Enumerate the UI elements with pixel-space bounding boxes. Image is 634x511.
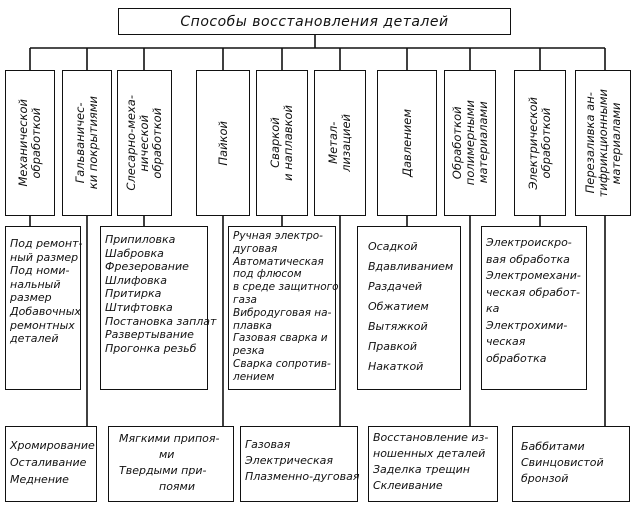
list-item: Раздачей xyxy=(368,280,422,293)
list-item: ческая обработ- xyxy=(486,285,580,299)
list-item: Шлифовка xyxy=(105,273,167,287)
list-item: газа xyxy=(233,293,257,306)
list-item: Хромирование xyxy=(10,439,95,452)
method-label: Пайкой xyxy=(215,120,230,166)
list-item: обработка xyxy=(486,351,547,365)
list-item: Склеивание xyxy=(373,479,443,492)
diagram-title-text: Способы восстановления деталей xyxy=(180,13,449,30)
list-item: Плазменно-дуговая xyxy=(245,470,360,483)
sub-list-fitting: Припиловка Шабровка Фрезерование Шлифовк… xyxy=(100,226,217,390)
list-item: Мягкими припоя- xyxy=(119,432,220,445)
diagram-title: Способы восстановления деталей xyxy=(118,8,511,35)
method-label: Механической обработкой xyxy=(16,99,43,187)
list-item: дуговая xyxy=(233,242,278,255)
list-item: нальный xyxy=(10,277,61,291)
list-item: ремонтных xyxy=(10,318,75,332)
list-item: Штифтовка xyxy=(105,300,173,314)
list-item: поями xyxy=(159,480,195,493)
list-item: ми xyxy=(159,448,175,461)
list-item: Электромехани- xyxy=(486,269,581,282)
method-box-antifriction: Перезаливка ан- тифрикционными материала… xyxy=(575,70,631,216)
list-item: Осадкой xyxy=(368,240,418,253)
method-label: Слесарно-меха- нической обработкой xyxy=(124,95,164,191)
list-item: Вибродуговая на- xyxy=(233,306,332,319)
list-item: Постановка заплат xyxy=(105,314,217,328)
method-box-pressure: Давлением xyxy=(377,70,437,216)
list-item: Восстановление из- xyxy=(373,431,489,444)
list-item: Электрохими- xyxy=(486,318,568,332)
method-box-electric: Электрической обработкой xyxy=(514,70,566,216)
list-item: Под ремонт- xyxy=(10,237,83,250)
method-box-galvanic: Гальваничес- ки покрытиями xyxy=(62,70,112,216)
list-item: лением xyxy=(233,370,275,383)
list-item: бронзой xyxy=(521,472,569,485)
method-label: Гальваничес- ки покрытиями xyxy=(73,96,100,190)
list-item: резка xyxy=(233,345,265,358)
list-item: Осталивание xyxy=(10,456,87,469)
list-item: Электрическая xyxy=(245,454,333,467)
method-box-fitting: Слесарно-меха- нической обработкой xyxy=(117,70,172,216)
list-item: Ручная электро- xyxy=(233,230,323,242)
method-label: Обработкой полимерными материалами xyxy=(449,100,490,186)
sub-list-mechanical: Под ремонт- ный размер Под номи- нальный… xyxy=(5,226,83,390)
method-box-mechanical: Механической обработкой xyxy=(5,70,55,216)
list-item: Электроискро- xyxy=(486,236,572,249)
method-label: Сваркой и наплавкой xyxy=(268,105,295,181)
list-item: ка xyxy=(486,302,500,315)
list-item: деталей xyxy=(10,332,59,346)
list-item: Свинцовистой xyxy=(521,456,604,469)
list-item: Обжатием xyxy=(368,300,429,313)
method-box-welding: Сваркой и наплавкой xyxy=(256,70,308,216)
list-item: размер xyxy=(10,291,52,305)
method-label: Метал- лизацией xyxy=(326,114,353,172)
list-item: Автоматическая xyxy=(233,255,324,268)
method-label: Электрической обработкой xyxy=(526,96,553,190)
bottom-list-polymer: Восстановление из- ношенных деталей Заде… xyxy=(368,426,498,502)
list-item: Твердыми при- xyxy=(119,464,207,477)
method-label: Перезаливка ан- тифрикционными материала… xyxy=(582,88,623,198)
bottom-list-soldering: Мягкими припоя- ми Твердыми при- поями xyxy=(108,426,234,502)
list-item: Вытяжкой xyxy=(368,320,428,333)
list-item: Вдавливанием xyxy=(368,260,454,273)
sub-list-pressure: Осадкой Вдавливанием Раздачей Обжатием В… xyxy=(357,226,461,390)
list-item: Меднение xyxy=(10,473,69,486)
list-item: Шабровка xyxy=(105,246,164,260)
method-box-metallization: Метал- лизацией xyxy=(314,70,366,216)
list-item: Газовая xyxy=(245,438,291,451)
list-item: ческая xyxy=(486,335,526,348)
list-item: Сварка сопротив- xyxy=(233,357,331,370)
method-box-polymer: Обработкой полимерными материалами xyxy=(444,70,496,216)
method-label: Давлением xyxy=(399,109,414,177)
list-item: ношенных деталей xyxy=(373,447,486,460)
list-item: ный размер xyxy=(10,250,79,264)
list-item: плавка xyxy=(233,319,272,332)
bottom-list-galvanic: Хромирование Осталивание Меднение xyxy=(5,426,97,502)
list-item: Притирка xyxy=(105,287,162,301)
list-item: Накаткой xyxy=(368,360,424,373)
sub-list-welding: Ручная электро- дуговая Автоматическая п… xyxy=(228,226,339,390)
list-item: Правкой xyxy=(368,340,418,353)
list-item: под флюсом xyxy=(233,268,302,281)
list-item: Газовая сварка и xyxy=(233,332,328,345)
list-item: Баббитами xyxy=(521,440,585,453)
list-item: Развертывание xyxy=(105,328,194,342)
list-item: Под номи- xyxy=(10,264,70,278)
bottom-list-metallization: Газовая Электрическая Плазменно-дуговая xyxy=(240,426,360,502)
list-item: в среде защитного xyxy=(233,281,339,294)
list-item: Прогонка резьб xyxy=(105,341,197,355)
list-item: Добавочных xyxy=(10,304,81,318)
list-item: Фрезерование xyxy=(105,260,189,274)
list-item: вая обработка xyxy=(486,252,570,266)
list-item: Припиловка xyxy=(105,233,176,246)
method-box-soldering: Пайкой xyxy=(196,70,250,216)
bottom-list-antifriction: Баббитами Свинцовистой бронзой xyxy=(512,426,630,502)
list-item: Заделка трещин xyxy=(373,463,470,476)
sub-list-electric: Электроискро- вая обработка Электромехан… xyxy=(481,226,587,390)
